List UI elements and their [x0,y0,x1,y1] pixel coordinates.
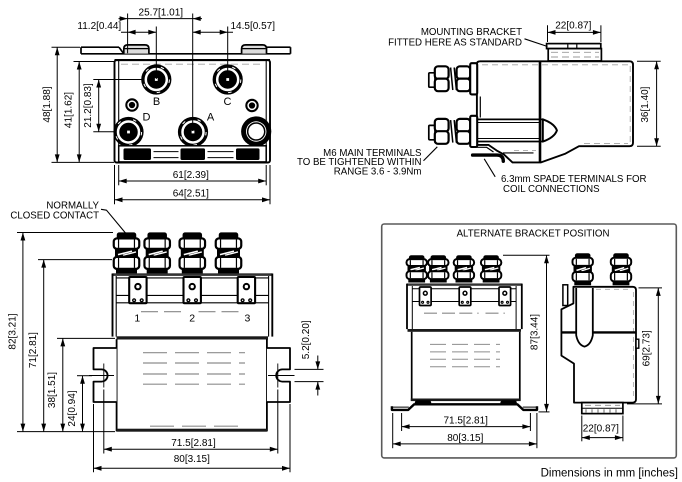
svg-text:87[3.44]: 87[3.44] [529,314,540,350]
svg-text:61[2.39]: 61[2.39] [173,170,209,181]
svg-text:71.5[2.81]: 71.5[2.81] [443,416,488,427]
svg-text:36[1.40]: 36[1.40] [640,86,651,122]
svg-text:5.2[0.20]: 5.2[0.20] [301,320,312,359]
svg-text:FITTED HERE AS STANDARD: FITTED HERE AS STANDARD [388,37,522,48]
svg-text:MOUNTING BRACKET: MOUNTING BRACKET [421,27,522,38]
svg-text:71.5[2.81]: 71.5[2.81] [171,438,216,449]
svg-text:6.3mm SPADE TERMINALS FOR: 6.3mm SPADE TERMINALS FOR [501,174,647,185]
svg-text:14.5[0.57]: 14.5[0.57] [231,21,276,32]
svg-text:38[1.51]: 38[1.51] [47,372,58,408]
svg-text:3: 3 [244,313,250,325]
svg-text:48[1.88]: 48[1.88] [42,86,53,122]
svg-text:TO BE TIGHTENED WITHIN: TO BE TIGHTENED WITHIN [297,157,422,168]
svg-text:80[3.15]: 80[3.15] [174,454,210,465]
svg-text:B: B [153,96,160,108]
svg-text:80[3.15]: 80[3.15] [447,433,483,444]
svg-text:2: 2 [189,312,195,324]
svg-text:22[0.87]: 22[0.87] [583,424,619,435]
svg-text:41[1.62]: 41[1.62] [64,92,75,128]
svg-text:71[2.81]: 71[2.81] [28,332,39,368]
svg-text:D: D [143,112,151,124]
svg-text:24[0.94]: 24[0.94] [67,390,78,426]
svg-text:C: C [224,96,232,108]
svg-text:Dimensions in mm [inches]: Dimensions in mm [inches] [541,468,678,480]
svg-text:M6 MAIN TERMINALS: M6 MAIN TERMINALS [323,148,422,159]
svg-text:RANGE 3.6 - 3.9Nm: RANGE 3.6 - 3.9Nm [334,167,422,178]
svg-text:ALTERNATE BRACKET POSITION: ALTERNATE BRACKET POSITION [457,228,610,239]
svg-text:CLOSED CONTACT: CLOSED CONTACT [10,210,99,221]
svg-text:64[2.51]: 64[2.51] [173,189,209,200]
svg-text:25.7[1.01]: 25.7[1.01] [139,7,184,18]
svg-text:11.2[0.44]: 11.2[0.44] [77,21,121,32]
svg-text:COIL CONNECTIONS: COIL CONNECTIONS [503,184,600,195]
svg-text:22[0.87]: 22[0.87] [555,21,591,32]
svg-text:1: 1 [134,312,140,324]
svg-text:A: A [207,112,215,124]
svg-text:69[2.73]: 69[2.73] [641,330,652,366]
svg-text:82[3.21]: 82[3.21] [7,313,18,349]
svg-text:21.2[0.83]: 21.2[0.83] [83,83,94,128]
svg-text:NORMALLY: NORMALLY [46,200,99,211]
